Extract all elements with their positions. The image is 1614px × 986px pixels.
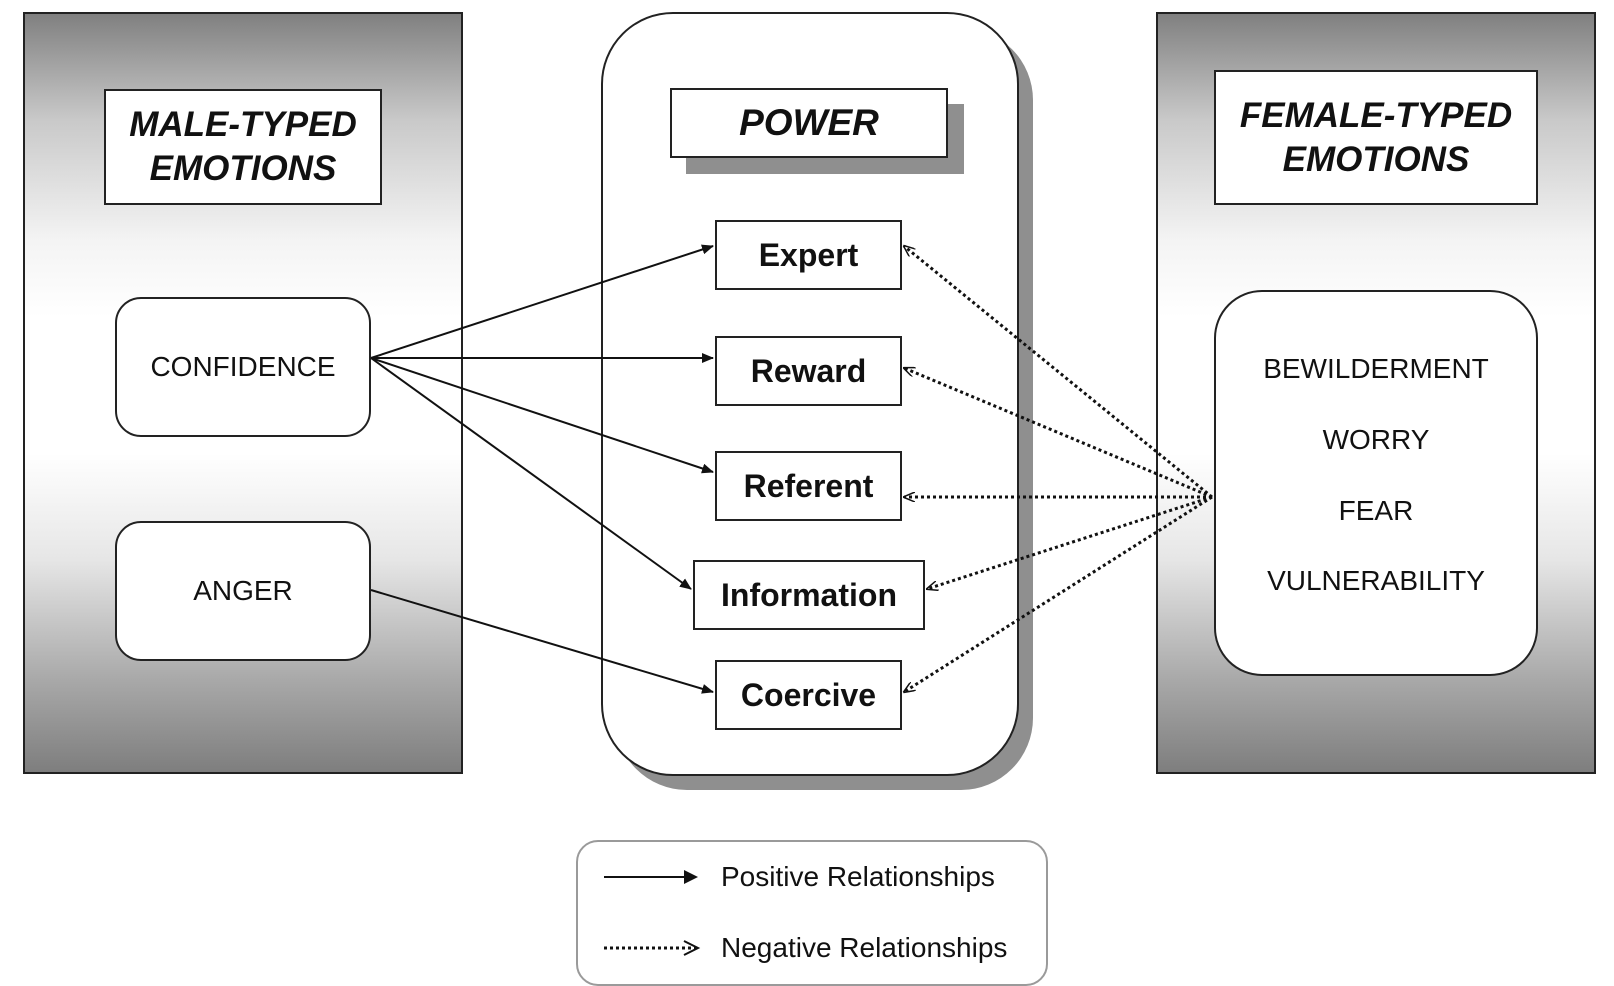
power-box-reward: Reward (715, 336, 902, 406)
positive-arrow-confidence-referent (370, 357, 714, 474)
power-box-coercive: Coercive (715, 660, 902, 730)
negative-arrow-female-information (927, 495, 1213, 589)
legend-negative-label: Negative Relationships (721, 932, 1008, 963)
power-box-expert: Expert (715, 220, 902, 290)
power-box-information: Information (693, 560, 925, 630)
legend-positive-line-icon (604, 870, 698, 884)
female-emotion-worry: WORRY (1322, 424, 1430, 455)
negative-arrow-female-reward (904, 366, 1213, 499)
female-emotions-list: BEWILDERMENT WORRY FEAR VULNERABILITY (1214, 290, 1538, 676)
positive-arrow-confidence-information (370, 357, 692, 590)
emotion-box-confidence: CONFIDENCE (115, 297, 371, 437)
negative-arrow-female-expert (904, 246, 1213, 499)
female-emotion-bewilderment: BEWILDERMENT (1263, 353, 1489, 384)
female-emotion-fear: FEAR (1338, 495, 1414, 526)
female-typed-emotions-title: FEMALE-TYPED EMOTIONS (1214, 70, 1538, 205)
male-typed-emotions-title: MALE-TYPED EMOTIONS (104, 89, 382, 205)
power-title: POWER (670, 88, 948, 158)
emotion-box-anger: ANGER (115, 521, 371, 661)
power-box-referent: Referent (715, 451, 902, 521)
positive-arrow-confidence-expert (370, 244, 714, 359)
negative-arrow-female-coercive (904, 495, 1213, 692)
positive-arrow-anger-coercive (370, 589, 714, 694)
female-emotion-vulnerability: VULNERABILITY (1267, 565, 1485, 596)
legend: Positive Relationships Negative Relation… (576, 840, 1048, 986)
legend-positive-label: Positive Relationships (721, 861, 995, 892)
legend-negative-line-icon (604, 940, 701, 956)
